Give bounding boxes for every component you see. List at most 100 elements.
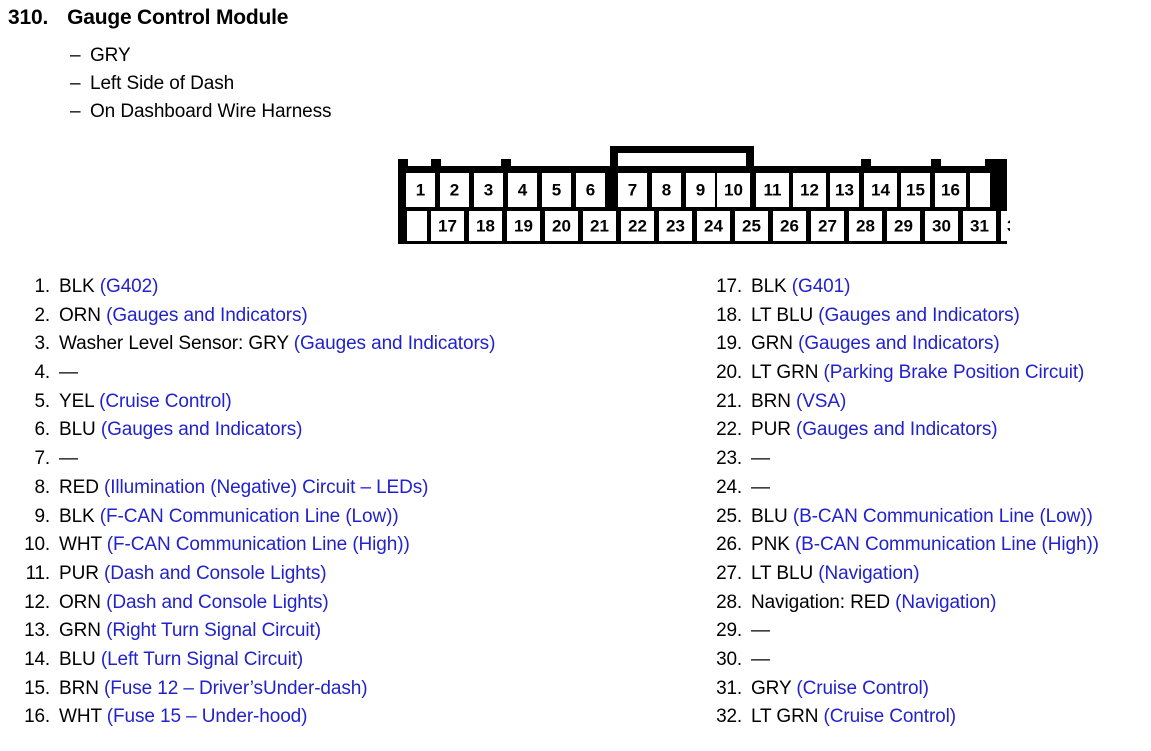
module-attribute-label: On Dashboard Wire Harness	[90, 101, 332, 122]
pin-list-item-number: 20.	[716, 362, 742, 384]
pin-list-item: 18.LT BLU (Gauges and Indicators)	[706, 305, 1151, 334]
pin-list-item: 31.GRY (Cruise Control)	[706, 678, 1151, 707]
pin-list-item: 3.Washer Level Sensor: GRY (Gauges and I…	[14, 333, 704, 362]
pin-label-6: 6	[586, 180, 595, 199]
tab-5	[931, 159, 941, 168]
pin-list-item-description: Navigation: RED (Navigation)	[751, 592, 996, 614]
pin-list-item-description: LT GRN (Parking Brake Position Circuit)	[751, 362, 1084, 384]
module-number: 310.	[8, 6, 49, 29]
pin-list-item-description: LT BLU (Gauges and Indicators)	[751, 305, 1020, 327]
pin-list-item-description: LT BLU (Navigation)	[751, 562, 920, 585]
pin-list-item-number: 15.	[24, 677, 50, 699]
circuit-name-label: (Cruise Control)	[796, 677, 929, 699]
pin-label-20: 20	[552, 216, 571, 235]
pin-list-item-description: PNK (B-CAN Communication Line (High))	[751, 534, 1099, 556]
pin-list-item-description: BLU (B-CAN Communication Line (Low))	[751, 506, 1093, 528]
pin-label-26: 26	[780, 216, 799, 235]
pin-list-item-description: LT GRN (Cruise Control)	[751, 706, 956, 728]
pin-list-item: 4.—	[14, 362, 704, 391]
pin-list-item-number: 17.	[716, 276, 742, 297]
pin-list-item-description: —	[751, 649, 770, 671]
pin-label-16: 16	[941, 180, 960, 199]
connector-top-tabs	[398, 159, 995, 168]
pin-label-31: 31	[970, 216, 989, 235]
pin-list-item-description: —	[59, 448, 78, 470]
pin-list-item: 7. —	[14, 448, 704, 477]
pin-list-item-description: PUR (Gauges and Indicators)	[751, 419, 998, 441]
pin-list-item-description: RED (Illumination (Negative) Circuit – L…	[59, 477, 428, 499]
module-attribute-list: –GRY –Left Side of Dash –On Dashboard Wi…	[70, 42, 332, 126]
pin-list-item-number: 13.	[24, 620, 50, 642]
pin-list-item-number: 32.	[716, 706, 742, 728]
pin-list-item-description: BRN (Fuse 12 – Driver’sUnder-dash)	[59, 677, 368, 700]
circuit-name-label: (VSA)	[796, 390, 847, 412]
empty-pin-dash: —	[751, 648, 770, 670]
pin-label-23: 23	[666, 216, 685, 235]
pin-list-item-number: 6.	[34, 419, 51, 441]
pin-list-item: 19.GRN (Gauges and Indicators)	[706, 333, 1151, 362]
module-title: Gauge Control Module	[67, 6, 289, 29]
circuit-name-label: (Dash and Console Lights)	[106, 591, 329, 613]
wire-color-label: WHT	[59, 706, 107, 728]
pin-label-8: 8	[662, 180, 671, 199]
pin-list-item: 13.GRN (Right Turn Signal Circuit)	[14, 620, 704, 649]
pin-list-item: 12.ORN (Dash and Console Lights)	[14, 592, 704, 621]
circuit-name-label: (G402)	[99, 276, 159, 297]
pin-list-item-number: 7.	[34, 448, 51, 470]
wire-color-label: LT GRN	[751, 706, 824, 728]
pin-list-item-description: GRY (Cruise Control)	[751, 678, 929, 700]
pin-numbers-top: 1 2 3 4 5 6 7 8 9 10 11 12 13 14 15 16	[416, 180, 960, 199]
pin-label-13: 13	[835, 180, 854, 199]
pin-label-32: 32	[1007, 216, 1010, 235]
wire-color-label: BLU	[59, 648, 101, 670]
pin-label-2: 2	[450, 180, 459, 199]
wire-color-label: LT BLU	[751, 304, 819, 326]
wire-color-label: LT GRN	[751, 362, 824, 384]
pin-list-item-description: PUR (Dash and Console Lights)	[59, 562, 327, 585]
wire-color-label: BRN	[59, 677, 104, 699]
pin-list-item: 23. —	[706, 448, 1151, 477]
pin-list-item-number: 25.	[716, 505, 742, 527]
circuit-name-label: (Navigation)	[818, 562, 920, 584]
circuit-name-label: (Gauges and Indicators)	[106, 304, 308, 326]
wire-color-label: PUR	[59, 562, 104, 584]
circuit-name-label: (F-CAN Communication Line (High))	[106, 534, 410, 556]
tab-left-end	[398, 159, 408, 168]
pin-list-item-description: BLK (F-CAN Communication Line (Low))	[59, 506, 399, 528]
pin-list-item-number: 11.	[25, 562, 51, 584]
module-attribute-connector-color: –GRY	[70, 42, 331, 70]
pin-list-item-description: GRN (Gauges and Indicators)	[751, 333, 1000, 355]
wire-color-label: RED	[59, 476, 104, 498]
wire-color-label: PNK	[751, 534, 795, 556]
wire-color-label: BLK	[751, 276, 792, 297]
pin-list-item-number: 21.	[716, 390, 742, 412]
pin-label-11: 11	[764, 180, 782, 199]
pin-list-item-description: —	[751, 477, 770, 499]
pin-list-item: 28.Navigation: RED (Navigation)	[706, 592, 1151, 621]
pin-label-4: 4	[518, 180, 528, 199]
empty-pin-dash: —	[59, 362, 78, 384]
pin-list-item-description: BLK (G401)	[751, 276, 850, 298]
pin-list-item-number: 10.	[24, 534, 50, 556]
pin-label-19: 19	[514, 216, 533, 235]
circuit-name-label: (Gauges and Indicators)	[818, 304, 1020, 326]
tab-3	[501, 159, 511, 168]
pin-list-item: 11. PUR (Dash and Console Lights)	[14, 563, 704, 592]
pin-list-item-description: Washer Level Sensor: GRY (Gauges and Ind…	[59, 333, 495, 355]
module-attribute-label: GRY	[90, 45, 131, 66]
pin-label-9: 9	[696, 180, 705, 199]
pin-list-item: 9.BLK (F-CAN Communication Line (Low))	[14, 506, 704, 535]
pin-label-14: 14	[871, 180, 890, 199]
pin-list-item: 29.—	[706, 620, 1151, 649]
pin-list-item-number: 23.	[716, 448, 742, 470]
circuit-name-label: (Gauges and Indicators)	[100, 419, 303, 441]
pin-list-item-description: —	[751, 448, 770, 470]
pin-label-15: 15	[906, 180, 925, 199]
circuit-name-label: (Fuse 12 – Driver’sUnder-dash)	[104, 677, 368, 699]
pin-list-item-description: WHT (Fuse 15 – Under-hood)	[59, 706, 307, 728]
pin-list-item: 26.PNK (B-CAN Communication Line (High))	[706, 534, 1151, 563]
circuit-name-label: (Gauges and Indicators)	[796, 419, 998, 441]
pin-label-27: 27	[818, 216, 837, 235]
wire-color-label: PUR	[751, 419, 796, 441]
pin-list-item: 32. LT GRN (Cruise Control)	[706, 706, 1151, 735]
